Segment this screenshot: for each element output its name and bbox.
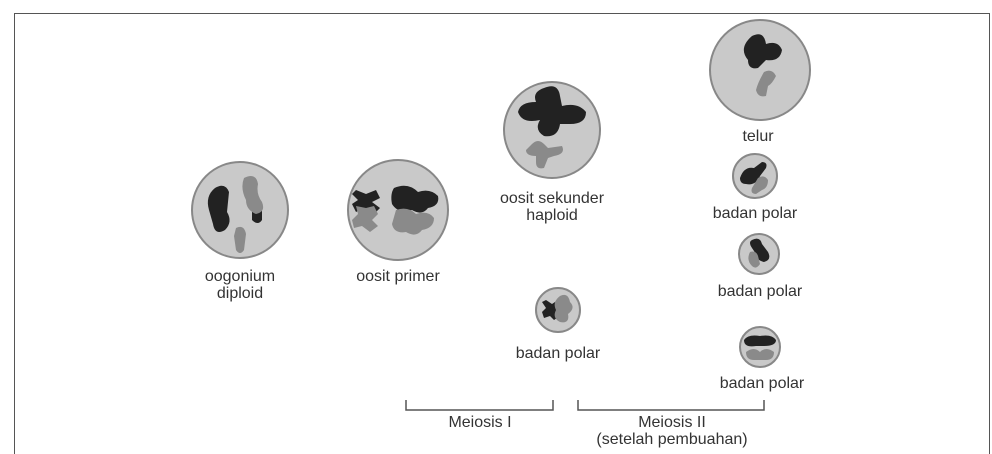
badan-polar-3-cell [739, 234, 779, 274]
meiosis-2-label: Meiosis II (setelah pembuahan) [580, 414, 764, 448]
oosit-primer-label: oosit primer [338, 268, 458, 285]
meiosis-2-note: (setelah pembuahan) [580, 431, 764, 448]
badan-polar-1-label-text: badan polar [498, 345, 618, 362]
oogonium-label: oogonium diploid [188, 268, 292, 302]
badan-polar-3-label: badan polar [700, 283, 820, 300]
oosit-primer-cell [348, 160, 448, 260]
oosit-primer-label-name: oosit primer [338, 268, 458, 285]
badan-polar-2-label: badan polar [695, 205, 815, 222]
oogonium-label-ploidy: diploid [188, 285, 292, 302]
telur-cell [710, 20, 810, 120]
telur-label: telur [718, 128, 798, 145]
badan-polar-2-label-text: badan polar [695, 205, 815, 222]
badan-polar-1-label: badan polar [498, 345, 618, 362]
oosit-sekunder-label: oosit sekunder haploid [482, 190, 622, 224]
oosit-sekunder-cell [504, 82, 600, 178]
meiosis-2-bracket [578, 400, 764, 410]
badan-polar-4-chromosome-dark [744, 336, 776, 347]
badan-polar-4-cell [740, 327, 780, 367]
oosit-sekunder-label-name: oosit sekunder [482, 190, 622, 207]
oogonium-label-name: oogonium [188, 268, 292, 285]
meiosis-2-label-text: Meiosis II [580, 414, 764, 431]
telur-label-text: telur [718, 128, 798, 145]
badan-polar-4-label-text: badan polar [702, 375, 822, 392]
meiosis-1-bracket [406, 400, 553, 410]
badan-polar-2-cell [733, 154, 777, 198]
oogonium-cell [192, 162, 288, 258]
meiosis-1-label-text: Meiosis I [430, 414, 530, 431]
oosit-sekunder-label-ploidy: haploid [482, 207, 622, 224]
badan-polar-4-label: badan polar [702, 375, 822, 392]
badan-polar-3-label-text: badan polar [700, 283, 820, 300]
meiosis-1-label: Meiosis I [430, 414, 530, 431]
badan-polar-1-cell [536, 288, 580, 332]
